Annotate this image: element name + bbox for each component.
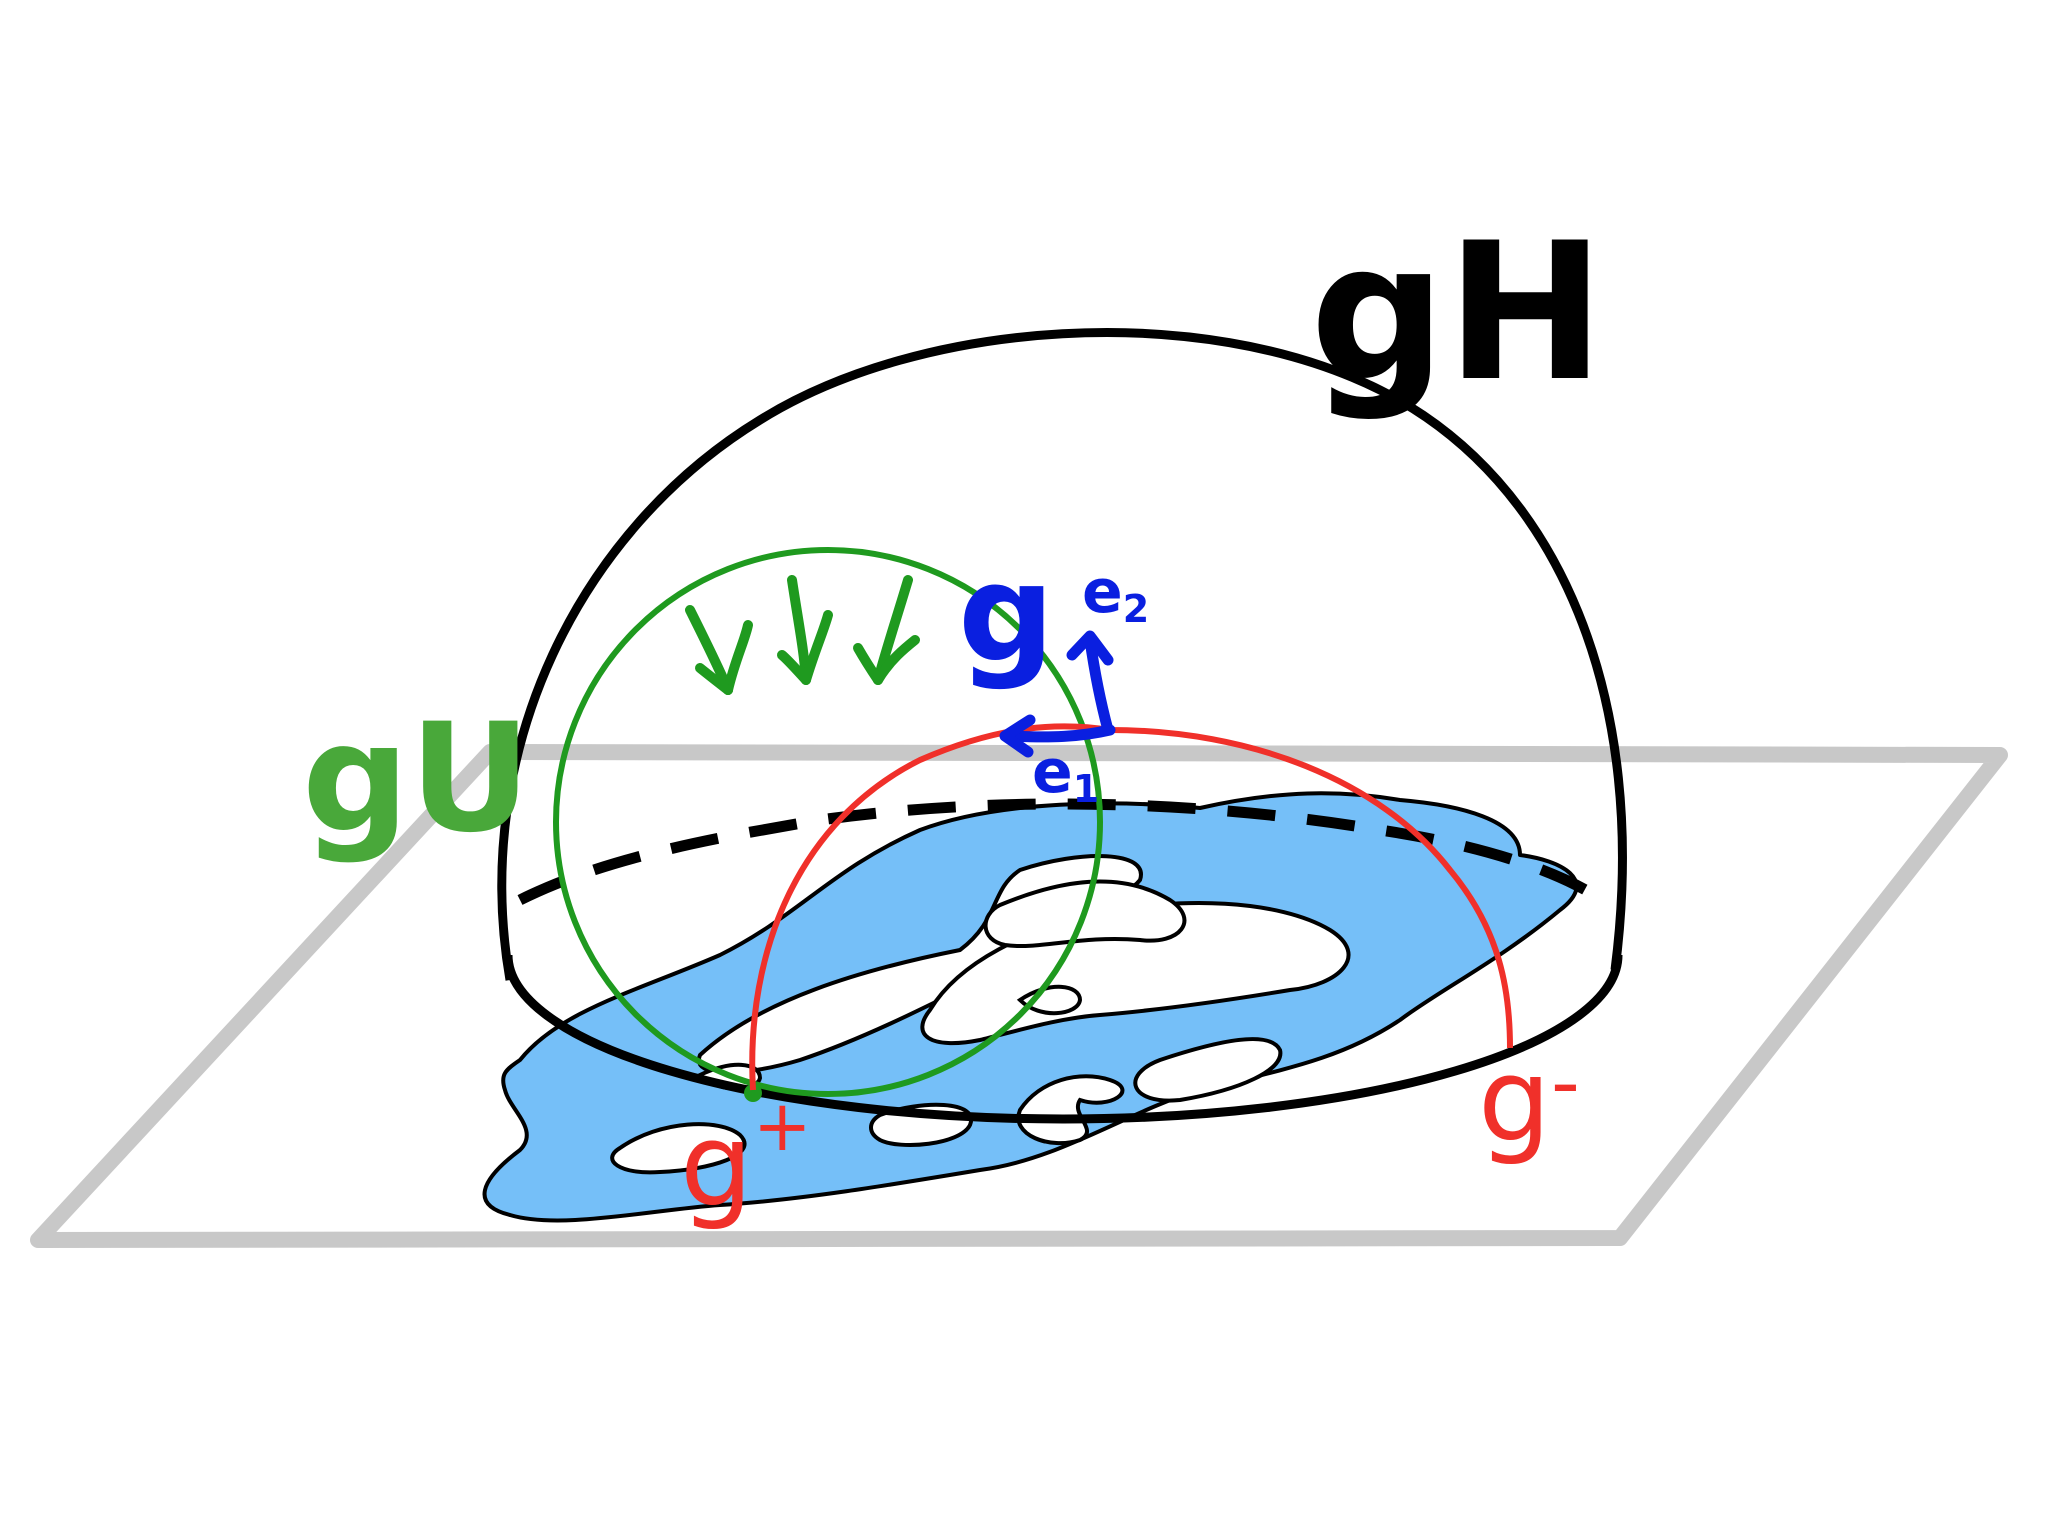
down-arrow-icon bbox=[685, 605, 753, 695]
label-g-plus-sup: + bbox=[753, 1085, 812, 1167]
down-arrow-icon bbox=[853, 575, 920, 685]
flow-arrows bbox=[685, 575, 920, 695]
e2-vector-arrow bbox=[1084, 634, 1114, 736]
label-g-minus-sup: - bbox=[1551, 1036, 1580, 1129]
label-gU: gU bbox=[302, 692, 531, 866]
label-e2: e2 bbox=[1082, 557, 1149, 631]
label-gH: gH bbox=[1310, 202, 1605, 423]
label-e1-sub: 1 bbox=[1073, 767, 1099, 811]
hemisphere-equator-back bbox=[517, 798, 1614, 910]
hemisphere-equator-front bbox=[503, 954, 1623, 1124]
label-g-plus-base: g bbox=[680, 1099, 753, 1233]
tangency-point bbox=[744, 1084, 762, 1102]
e2-arrowhead-icon bbox=[1066, 630, 1114, 666]
label-g: g bbox=[958, 535, 1055, 692]
hemisphere-dome bbox=[497, 328, 1627, 981]
down-arrow-icon bbox=[777, 575, 833, 685]
e1-arrowhead-icon bbox=[999, 714, 1036, 758]
frame-vectors bbox=[999, 630, 1116, 758]
horocycle-circle bbox=[553, 547, 1103, 1097]
label-g-minus-base: g bbox=[1478, 1034, 1551, 1168]
label-g-minus: g- bbox=[1478, 1034, 1580, 1168]
label-e2-base: e bbox=[1082, 557, 1123, 627]
e1-vector-arrow bbox=[1004, 724, 1116, 743]
boundary-plane bbox=[30, 744, 2008, 1248]
label-g-plus: g+ bbox=[680, 1085, 812, 1233]
label-e2-sub: 2 bbox=[1123, 587, 1149, 631]
label-e1-base: e bbox=[1032, 737, 1073, 807]
label-e1: e1 bbox=[1032, 737, 1099, 811]
